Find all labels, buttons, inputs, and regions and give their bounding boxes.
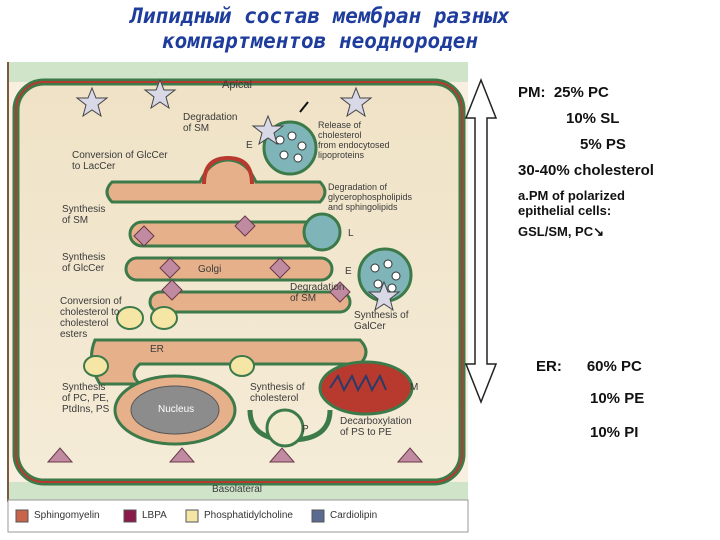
golgi-bud — [202, 155, 254, 185]
pm-line-1: PM: 25% PC — [518, 84, 609, 101]
pm-line-4: 30-40% cholesterol — [518, 162, 654, 179]
double-arrow — [464, 77, 498, 405]
basolateral-space — [8, 482, 468, 502]
nucleus — [130, 385, 220, 435]
legend-label-pc: Phosphatidylcholine — [204, 510, 293, 521]
legend-label-lbpa: LBPA — [142, 510, 167, 521]
label-apical: Apical — [222, 79, 252, 91]
label-endosome-e2: E — [345, 266, 352, 277]
mitochondrial-cristae — [329, 373, 387, 393]
pm-line-2: 10% SL — [566, 110, 620, 127]
glycolipid-stars — [75, 78, 401, 312]
label-er: ER — [150, 344, 164, 355]
label-degradation-sm-mid: Degradation of SM — [290, 282, 345, 304]
label-synthesis-cholesterol: Synthesis of cholesterol — [250, 382, 305, 404]
legend-label-sphingomyelin: Sphingomyelin — [34, 510, 100, 521]
basolateral-markers — [46, 447, 424, 463]
label-endosome-e1: E — [246, 140, 253, 151]
label-decarboxylation: Decarboxylation of PS to PE — [340, 416, 412, 438]
title-line-2: компартментов неоднороден — [161, 29, 479, 53]
apm-line-1: a.PM of polarized — [518, 188, 625, 203]
page-title: Липидный состав мембран разных компартме… — [0, 4, 640, 54]
label-golgi: Golgi — [198, 264, 222, 275]
plasma-membrane-inner — [15, 81, 463, 483]
endosome-top — [262, 120, 318, 176]
label-synthesis-glccer: Synthesis of GlcCer — [62, 252, 106, 274]
legend-box — [7, 499, 469, 533]
mitochondrion — [318, 360, 414, 416]
label-mitochondrion-m: M — [410, 382, 419, 393]
label-basolateral: Basolateral — [212, 484, 263, 495]
apm-line-2: epithelial cells: — [518, 203, 612, 218]
label-peroxisome-p: P — [302, 424, 309, 435]
pm-line-3: 5% PS — [580, 136, 626, 153]
label-conversion-cholesterol: Conversion of cholesterol to cholesterol… — [60, 296, 122, 340]
apm-line-3: GSL/SM, PC↘ — [518, 224, 605, 239]
apical-space — [8, 62, 468, 82]
release-arrow — [299, 101, 309, 113]
lipid-markers — [133, 215, 351, 303]
label-nucleus: Nucleus — [158, 404, 195, 415]
label-release-cholesterol: Release of cholesterol from endocytosed … — [318, 120, 390, 160]
title-line-1: Липидный состав мембран разных — [130, 4, 510, 28]
label-degradation-sm-top: Degradation of SM — [183, 112, 238, 134]
lysosome — [302, 212, 342, 252]
legend-swatch-sphingomyelin — [15, 509, 29, 523]
peroxisome — [265, 408, 305, 448]
legend-swatch-lbpa — [123, 509, 137, 523]
label-synthesis-sm: Synthesis of SM — [62, 204, 106, 226]
label-synthesis-pc: Synthesis of PC, PE, PtdIns, PS — [62, 382, 110, 415]
legend-label-cardiolipin: Cardiolipin — [330, 510, 378, 521]
lipoprotein-particles — [275, 131, 401, 293]
vesicles — [83, 306, 255, 377]
label-degradation-glycero: Degradation of glycerophospholipids and … — [328, 182, 413, 212]
legend-swatch-cardiolipin — [311, 509, 325, 523]
label-synthesis-galcer: Synthesis of GalCer — [354, 310, 409, 332]
legend-swatch-pc — [185, 509, 199, 523]
label-conversion-glccer: Conversion of GlcCer to LacCer — [72, 150, 168, 172]
er-line-2: 10% PE — [590, 390, 645, 407]
er-line-1: ER: 60% PC — [536, 358, 642, 375]
er-line-3: 10% PI — [590, 424, 639, 441]
label-lysosome-l: L — [348, 228, 354, 239]
